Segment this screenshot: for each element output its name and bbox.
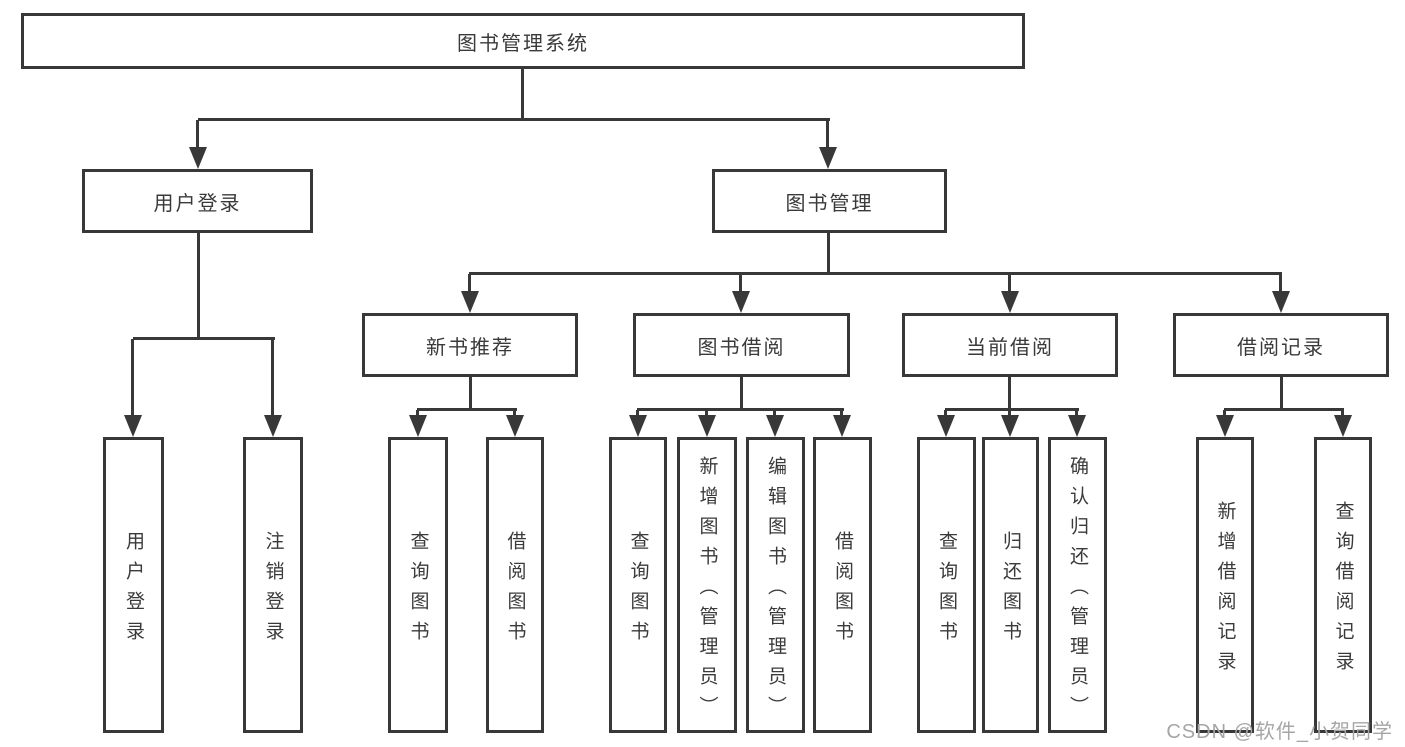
connector-line <box>945 408 1079 411</box>
leaf-label: 借阅图书 <box>832 530 853 651</box>
node-library-management-system: 图书管理系统 <box>21 13 1025 69</box>
arrow-down-icon <box>264 339 282 437</box>
connector-line <box>197 231 200 338</box>
leaf-add-book-admin: 新增图书（管理员） <box>677 437 737 733</box>
arrow-down-icon <box>1334 410 1352 437</box>
node-borrowing-records: 借阅记录 <box>1173 313 1389 377</box>
connector-line <box>1280 375 1283 409</box>
leaf-logout: 注销登录 <box>243 437 303 733</box>
arrow-down-icon <box>732 274 750 313</box>
leaf-label: 编辑图书（管理员） <box>765 455 786 726</box>
arrow-down-icon <box>189 120 207 169</box>
leaf-return-books: 归还图书 <box>982 437 1039 733</box>
node-label: 图书借阅 <box>697 336 786 359</box>
leaf-label: 新增借阅记录 <box>1214 500 1236 681</box>
arrow-down-icon <box>1001 274 1019 313</box>
connector-line <box>1224 408 1344 411</box>
connector-line <box>469 272 1282 275</box>
leaf-label: 用户登录 <box>123 530 144 651</box>
arrow-down-icon <box>698 410 716 437</box>
connector-line <box>469 375 472 409</box>
leaf-label: 查询图书 <box>627 530 649 651</box>
arrow-down-icon <box>629 410 647 437</box>
arrow-down-icon <box>1272 274 1290 313</box>
leaf-user-login: 用户登录 <box>103 437 164 733</box>
arrow-down-icon <box>1068 410 1086 437</box>
node-label: 当前借阅 <box>966 336 1054 359</box>
arrow-down-icon <box>1216 410 1234 437</box>
connector-line <box>740 375 743 409</box>
leaf-label: 确认归还（管理员） <box>1067 455 1088 726</box>
leaf-label: 借阅图书 <box>504 530 526 651</box>
connector-line <box>198 118 830 121</box>
connector-line <box>827 231 830 273</box>
node-new-book-recommendation: 新书推荐 <box>362 313 578 377</box>
arrow-down-icon <box>937 410 955 437</box>
leaf-label: 查询图书 <box>407 530 429 651</box>
leaf-borrow-books-borrowing: 借阅图书 <box>813 437 872 733</box>
leaf-label: 新增图书（管理员） <box>696 455 718 726</box>
node-label: 图书管理 <box>785 192 874 215</box>
leaf-label: 注销登录 <box>262 530 284 651</box>
node-current-borrowing: 当前借阅 <box>902 313 1118 377</box>
connector-line <box>133 337 275 340</box>
node-label: 用户登录 <box>153 192 242 215</box>
arrow-down-icon <box>124 339 142 437</box>
arrow-down-icon <box>506 410 524 437</box>
leaf-edit-book-admin: 编辑图书（管理员） <box>746 437 805 733</box>
connector-line <box>521 66 524 119</box>
arrow-down-icon <box>1001 410 1019 437</box>
node-user-login: 用户登录 <box>82 169 313 233</box>
leaf-borrow-books-recommend: 借阅图书 <box>486 437 544 733</box>
csdn-watermark: CSDN @软件_小贺同学 <box>1166 721 1393 743</box>
leaf-label: 归还图书 <box>1000 530 1021 651</box>
leaf-add-borrow-record: 新增借阅记录 <box>1196 437 1254 733</box>
leaf-label: 查询借阅记录 <box>1332 500 1354 681</box>
leaf-query-books-recommend: 查询图书 <box>388 437 448 733</box>
leaf-query-books-current: 查询图书 <box>917 437 976 733</box>
arrow-down-icon <box>409 410 427 437</box>
node-book-management: 图书管理 <box>712 169 947 233</box>
node-label: 图书管理系统 <box>457 32 589 55</box>
arrow-down-icon <box>766 410 784 437</box>
node-label: 新书推荐 <box>426 336 514 359</box>
node-book-borrowing: 图书借阅 <box>633 313 850 377</box>
leaf-query-books-borrowing: 查询图书 <box>609 437 667 733</box>
connector-line <box>417 408 517 411</box>
connector-line <box>637 408 844 411</box>
arrow-down-icon <box>833 410 851 437</box>
arrow-down-icon <box>461 274 479 313</box>
leaf-label: 查询图书 <box>936 530 957 651</box>
node-label: 借阅记录 <box>1237 336 1325 359</box>
arrow-down-icon <box>819 120 837 169</box>
connector-line <box>1008 375 1011 409</box>
leaf-query-borrow-record: 查询借阅记录 <box>1314 437 1372 733</box>
leaf-confirm-return-admin: 确认归还（管理员） <box>1048 437 1107 733</box>
